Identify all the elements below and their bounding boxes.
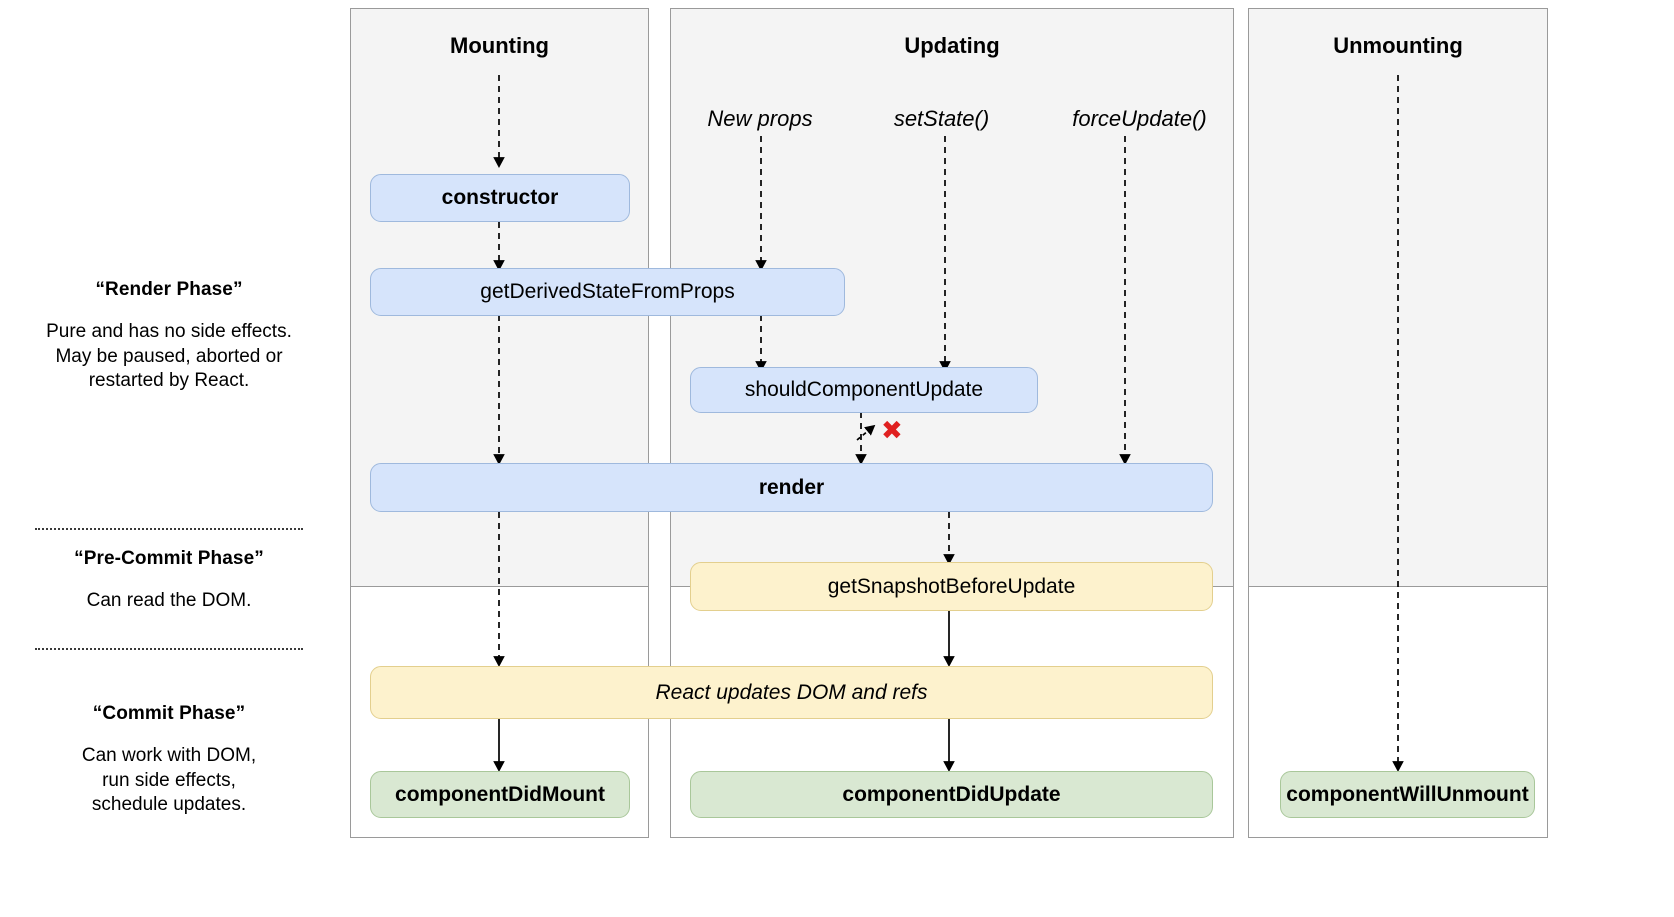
node-constructor-label: constructor (441, 186, 559, 210)
legend-render-line-3: restarted by React. (88, 369, 250, 391)
legend-render-line-2: May be paused, aborted or (55, 345, 283, 367)
node-get-snapshot-before-update[interactable]: getSnapshotBeforeUpdate (690, 562, 1213, 611)
legend-commit-phase: “Commit Phase” Can work with DOM, run si… (0, 702, 338, 817)
updating-column-frame (670, 8, 1234, 838)
trigger-label-set-state: setState() (893, 106, 990, 131)
node-should-component-update-label: shouldComponentUpdate (744, 378, 984, 402)
column-title-updating: Updating (904, 33, 1000, 58)
legend-commit-line-1: Can work with DOM, (81, 745, 257, 767)
mounting-column-frame (350, 8, 649, 838)
node-component-did-mount-label: componentDidMount (395, 782, 605, 806)
node-should-component-update[interactable]: shouldComponentUpdate (690, 367, 1038, 413)
legend-divider-precommit-commit (35, 648, 303, 650)
trigger-label-new-props: New props (707, 106, 813, 131)
legend-precommit-phase: “Pre-Commit Phase” Can read the DOM. (0, 547, 338, 614)
legend-commit-line-2: run side effects, (102, 769, 236, 791)
legend-precommit-phase-title: “Pre-Commit Phase” (74, 548, 264, 569)
legend-commit-line-3: schedule updates. (91, 793, 247, 815)
node-component-did-update-label: componentDidUpdate (842, 782, 1061, 806)
node-get-derived-state-from-props[interactable]: getDerivedStateFromProps (370, 268, 845, 316)
node-get-snapshot-before-update-label: getSnapshotBeforeUpdate (827, 574, 1076, 598)
node-component-will-unmount-label: componentWillUnmount (1286, 782, 1529, 806)
node-get-derived-state-from-props-label: getDerivedStateFromProps (480, 280, 735, 304)
legend-commit-phase-body: Can work with DOM, run side effects, sch… (0, 744, 338, 817)
legend-render-phase-title: “Render Phase” (95, 279, 243, 300)
unmounting-column-frame (1248, 8, 1548, 838)
node-constructor[interactable]: constructor (370, 174, 630, 222)
node-component-did-update[interactable]: componentDidUpdate (690, 771, 1213, 818)
legend-precommit-line-1: Can read the DOM. (86, 590, 252, 612)
legend-precommit-phase-body: Can read the DOM. (0, 589, 338, 613)
legend-commit-phase-title: “Commit Phase” (92, 703, 246, 724)
legend-render-phase: “Render Phase” Pure and has no side effe… (0, 278, 338, 393)
node-react-updates-dom-and-refs[interactable]: React updates DOM and refs (370, 666, 1213, 719)
node-react-updates-dom-and-refs-label: React updates DOM and refs (655, 680, 928, 704)
node-render-label: render (758, 475, 825, 499)
node-render[interactable]: render (370, 463, 1213, 512)
node-component-did-mount[interactable]: componentDidMount (370, 771, 630, 818)
column-title-unmounting: Unmounting (1333, 33, 1463, 58)
abort-x-icon: ✖ (881, 416, 903, 446)
column-title-mounting: Mounting (450, 33, 549, 58)
legend-render-phase-body: Pure and has no side effects. May be pau… (0, 320, 338, 393)
trigger-label-force-update: forceUpdate() (1072, 106, 1207, 131)
legend-render-line-1: Pure and has no side effects. (46, 321, 292, 343)
legend-divider-render-precommit (35, 528, 303, 530)
node-component-will-unmount[interactable]: componentWillUnmount (1280, 771, 1535, 818)
